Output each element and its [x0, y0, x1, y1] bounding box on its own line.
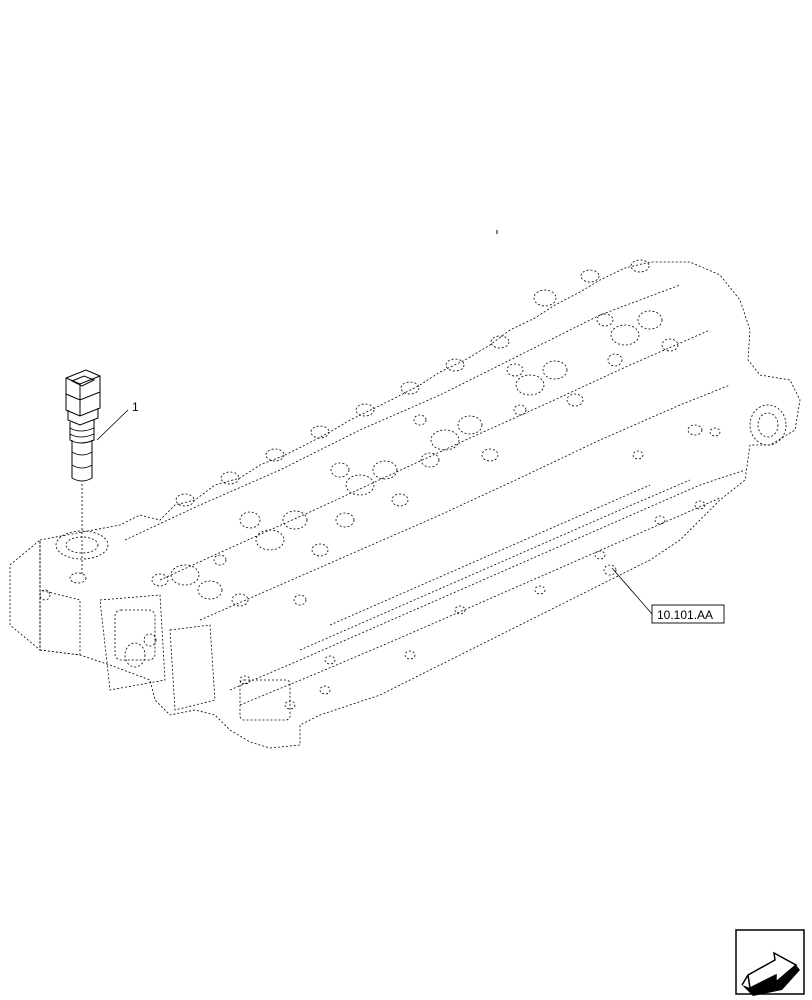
- cylinder-head-outline: [9, 261, 801, 749]
- valve-bosses: [39, 259, 787, 710]
- reference-callout[interactable]: 10.101.AA: [611, 567, 725, 624]
- next-page-arrow-icon[interactable]: [735, 929, 805, 996]
- callout-number: 1: [132, 400, 139, 414]
- temperature-sensor-part: [65, 369, 129, 575]
- reference-label: 10.101.AA: [657, 608, 713, 622]
